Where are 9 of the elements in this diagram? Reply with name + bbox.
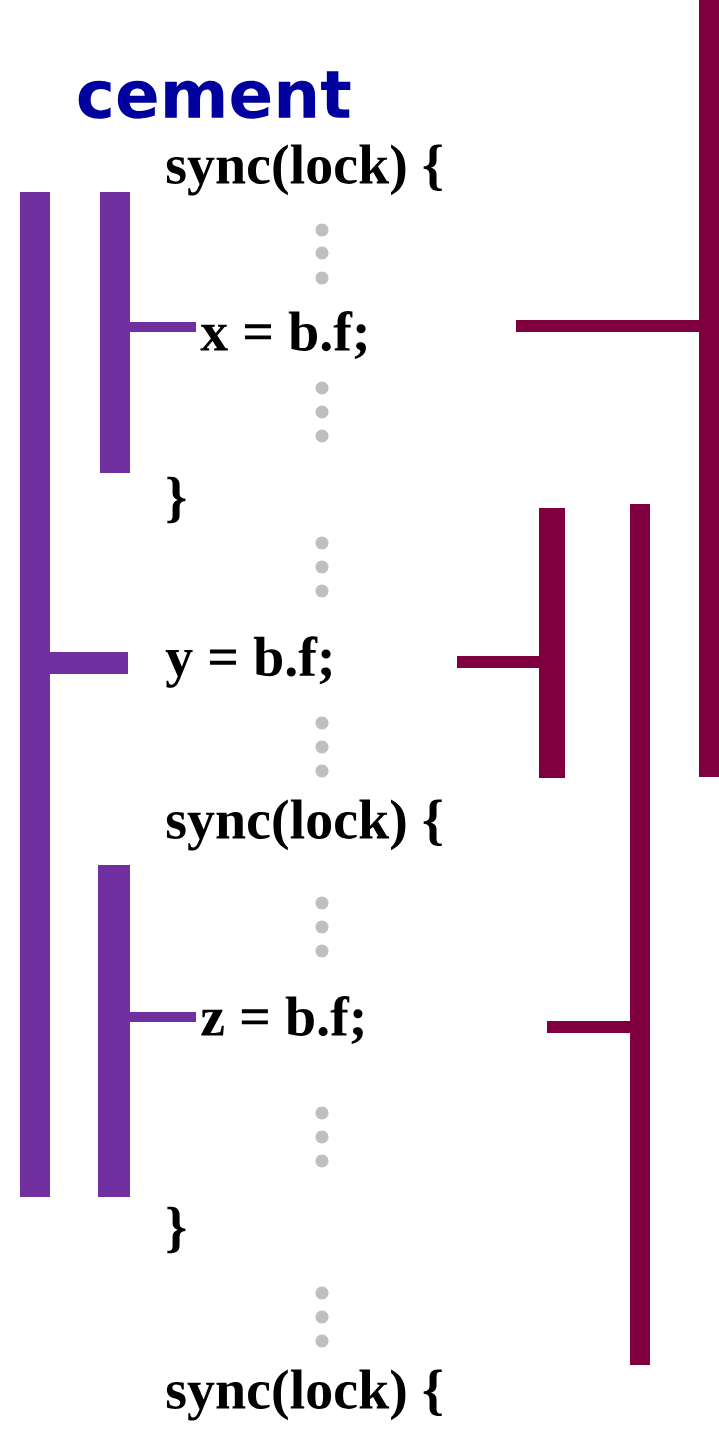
code-line: sync(lock) {	[166, 799, 442, 851]
code-line: x = b.f;	[200, 310, 366, 360]
code-line: y = b.f;	[165, 636, 331, 688]
code-line: }	[167, 476, 186, 524]
code-line: z = b.f;	[201, 995, 363, 1045]
code-line: }	[167, 1206, 186, 1254]
code-line: sync(lock) {	[166, 1369, 442, 1421]
title: cement	[78, 71, 351, 119]
code-line: sync(lock) {	[166, 144, 442, 196]
